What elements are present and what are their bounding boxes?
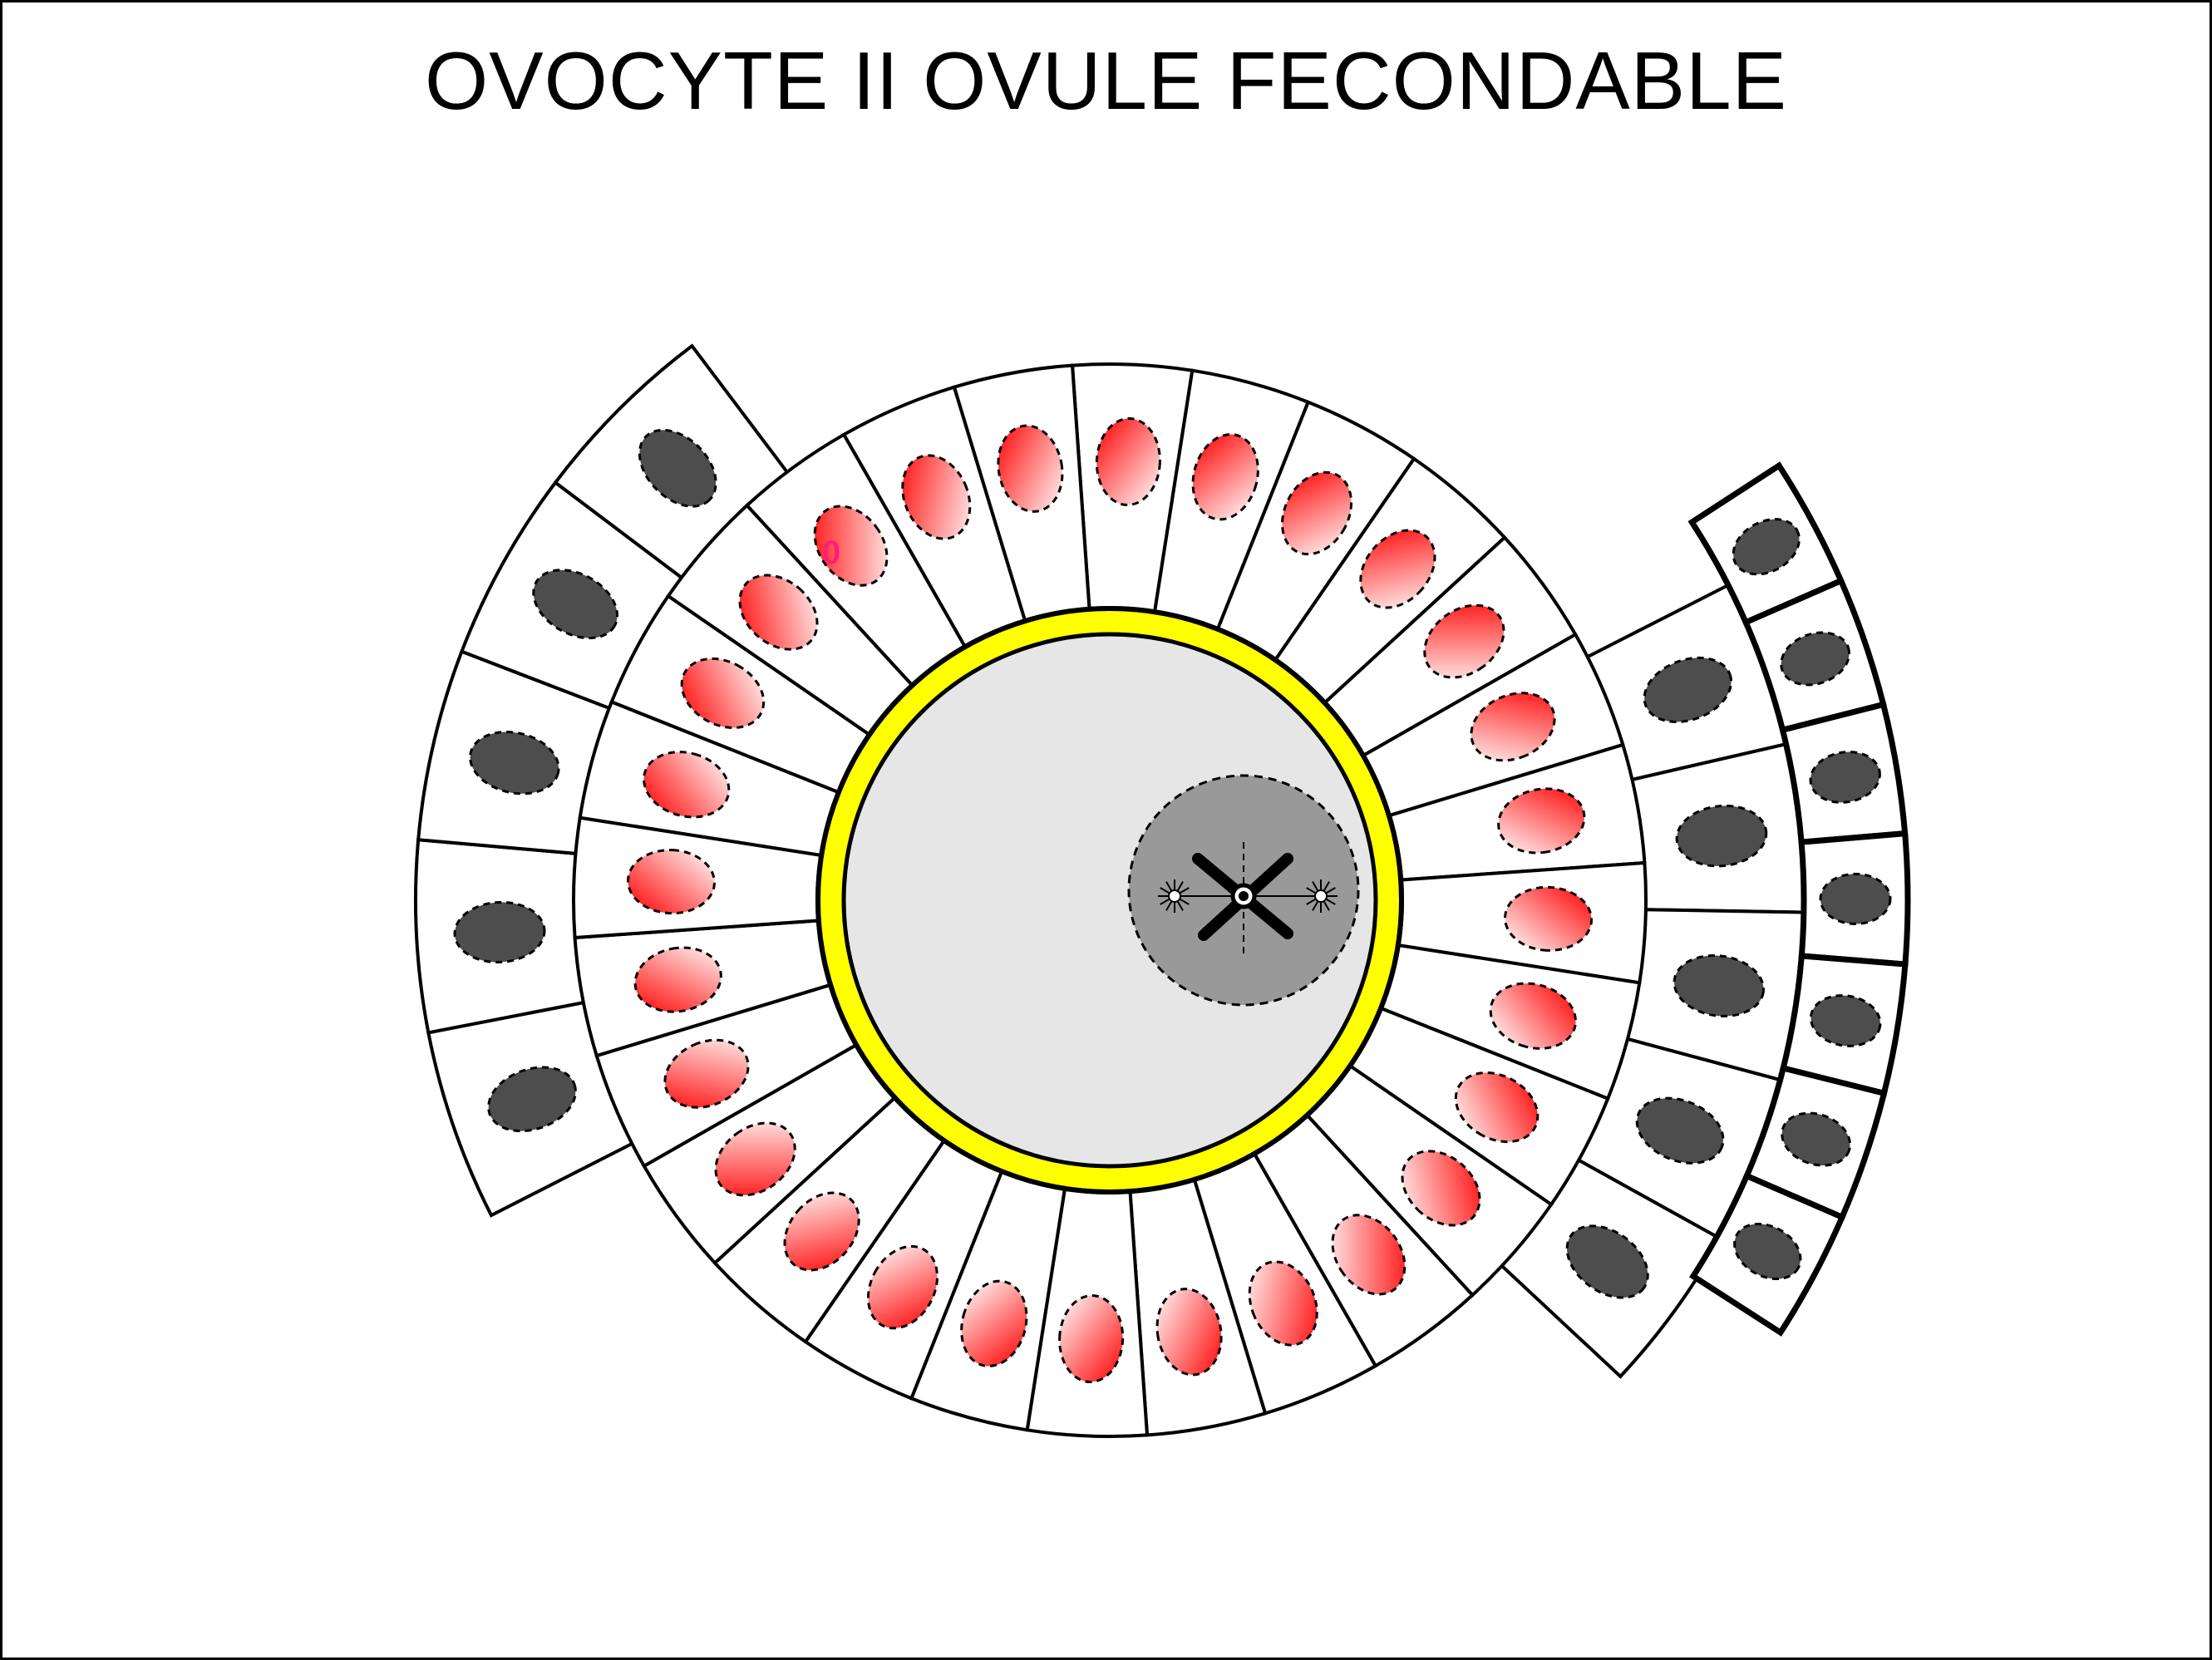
corona-cell bbox=[1192, 1151, 1378, 1416]
outer-cell-nucleus bbox=[1781, 1111, 1852, 1167]
outer-cell-nucleus bbox=[487, 1066, 577, 1133]
outer-cell-nucleus bbox=[532, 569, 619, 640]
aster bbox=[1158, 879, 1191, 913]
corona-cell bbox=[572, 815, 823, 940]
outer-cell-nucleus bbox=[453, 900, 546, 964]
corona-cell-nucleus bbox=[866, 1244, 938, 1330]
marker-label: 0 bbox=[822, 534, 840, 571]
corona-cell-nucleus bbox=[714, 1121, 796, 1197]
outer-cell-nucleus bbox=[1780, 631, 1851, 687]
centromere-core bbox=[1239, 891, 1249, 901]
corona-cell-nucleus bbox=[738, 574, 819, 651]
centrosome bbox=[1314, 889, 1328, 903]
corona-cell-nucleus bbox=[960, 1279, 1028, 1367]
corona-cell-nucleus bbox=[901, 454, 972, 540]
outer-far-right-cell bbox=[1687, 461, 1845, 627]
corona-cell-nucleus bbox=[1155, 1288, 1223, 1377]
corona-cell-nucleus bbox=[1191, 433, 1259, 521]
outer-cell-nucleus bbox=[1809, 994, 1882, 1047]
oocyte-cytoplasm bbox=[841, 632, 1378, 1169]
outer-cell-nucleus bbox=[638, 428, 717, 508]
corona-cell-nucleus bbox=[1504, 885, 1594, 952]
metaphase-spindle bbox=[1158, 842, 1338, 954]
corona-cell bbox=[1361, 632, 1625, 818]
corona-cell-nucleus bbox=[1095, 416, 1161, 506]
corona-cell-nucleus bbox=[1454, 1071, 1540, 1144]
corona-cell bbox=[952, 363, 1091, 623]
outer-cell-nucleus bbox=[1732, 518, 1801, 576]
corona-cell-nucleus bbox=[1248, 1260, 1318, 1347]
diagram-title: OVOCYTE II OVULE FECONDABLE bbox=[425, 35, 1787, 126]
outer-cell-nucleus bbox=[1643, 656, 1733, 723]
outer-far-right-cell bbox=[1779, 953, 1909, 1097]
outer-cell-nucleus bbox=[1733, 1222, 1802, 1281]
outer-cell-nucleus bbox=[1675, 804, 1768, 868]
outer-cell-nucleus bbox=[1673, 954, 1766, 1017]
corona-cell-nucleus bbox=[1331, 1214, 1407, 1296]
corona-cell-nucleus bbox=[1401, 1150, 1481, 1227]
outer-cell-nucleus bbox=[1809, 751, 1881, 804]
corona-cell bbox=[1397, 860, 1648, 985]
outer-far-right-cell bbox=[1798, 830, 1911, 968]
corona-cell-nucleus bbox=[1281, 470, 1353, 556]
corona-cell-nucleus bbox=[663, 1038, 750, 1109]
corona-cell-nucleus bbox=[643, 751, 731, 819]
corona-cell-nucleus bbox=[1497, 787, 1586, 855]
centrosome bbox=[1168, 889, 1181, 903]
corona-cell-nucleus bbox=[633, 946, 722, 1013]
corona-cell-nucleus bbox=[1359, 529, 1436, 609]
outer-cell-nucleus bbox=[1565, 1224, 1649, 1299]
corona-cell-nucleus bbox=[997, 424, 1064, 513]
corona-cell-nucleus bbox=[1489, 982, 1577, 1050]
outer-cell-nucleus bbox=[469, 731, 560, 796]
corona-cell-nucleus bbox=[626, 849, 716, 915]
outer-far-right-cell bbox=[1689, 1172, 1846, 1337]
aster bbox=[1304, 879, 1338, 913]
corona-cell bbox=[1348, 1006, 1610, 1207]
corona-cell-nucleus bbox=[1470, 692, 1556, 762]
corona-cell-nucleus bbox=[1058, 1294, 1125, 1384]
outer-far-right-cell-group bbox=[1687, 461, 1911, 1337]
corona-cell bbox=[1070, 362, 1195, 613]
outer-cell-nucleus bbox=[1635, 1096, 1725, 1165]
corona-cell bbox=[1025, 1187, 1150, 1438]
outer-right-cell-group bbox=[1484, 580, 1810, 1379]
corona-cell-nucleus bbox=[680, 657, 766, 729]
outer-right-cell bbox=[1605, 907, 1810, 1083]
outer-far-right-cell bbox=[1779, 701, 1909, 845]
corona-cell-nucleus bbox=[783, 1191, 860, 1272]
outer-cell-nucleus bbox=[1819, 872, 1892, 925]
corona-cell-nucleus bbox=[813, 505, 889, 587]
corona-cell-nucleus bbox=[1423, 603, 1505, 679]
